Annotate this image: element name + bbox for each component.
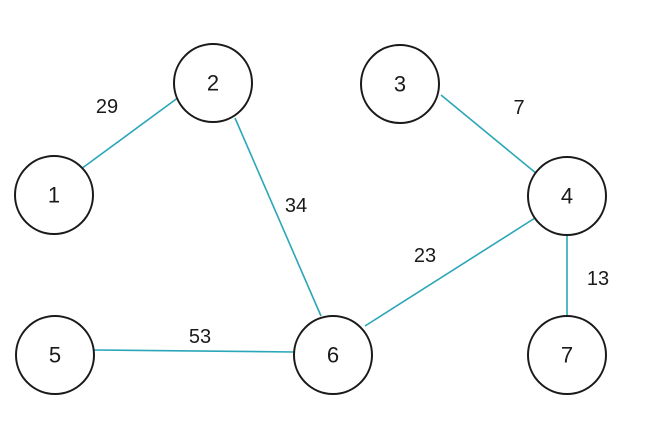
node-6: 6 bbox=[293, 315, 373, 395]
node-7-label: 7 bbox=[561, 343, 573, 368]
node-5: 5 bbox=[15, 315, 95, 395]
node-2-circle bbox=[173, 43, 253, 123]
edge-4-6 bbox=[364, 217, 536, 327]
edge-weight-5-6: 53 bbox=[189, 326, 211, 348]
node-1-circle bbox=[14, 155, 94, 235]
node-6-label: 6 bbox=[327, 343, 339, 368]
node-2-label: 2 bbox=[207, 71, 219, 96]
node-5-label: 5 bbox=[49, 343, 61, 368]
node-4-label: 4 bbox=[561, 184, 573, 209]
node-7: 7 bbox=[527, 315, 607, 395]
edge-weight-4-6: 23 bbox=[414, 245, 436, 267]
node-1: 1 bbox=[14, 155, 94, 235]
node-3-circle bbox=[360, 44, 440, 124]
node-2: 2 bbox=[173, 43, 253, 123]
edge-weight-1-2: 29 bbox=[96, 96, 118, 118]
edge-weight-2-6: 34 bbox=[285, 195, 307, 217]
edge-2-6 bbox=[234, 117, 322, 317]
node-3: 3 bbox=[360, 44, 440, 124]
node-4: 4 bbox=[527, 156, 607, 236]
node-6-circle bbox=[293, 315, 373, 395]
node-4-circle bbox=[527, 156, 607, 236]
node-7-circle bbox=[527, 315, 607, 395]
node-1-label: 1 bbox=[48, 183, 60, 208]
node-3-label: 3 bbox=[394, 72, 406, 97]
edge-5-6 bbox=[93, 349, 295, 353]
node-5-circle bbox=[15, 315, 95, 395]
edge-weight-4-7: 13 bbox=[587, 268, 609, 290]
edge-3-4 bbox=[440, 94, 538, 175]
edge-1-2 bbox=[80, 96, 180, 170]
edge-weight-3-4: 7 bbox=[513, 97, 524, 119]
